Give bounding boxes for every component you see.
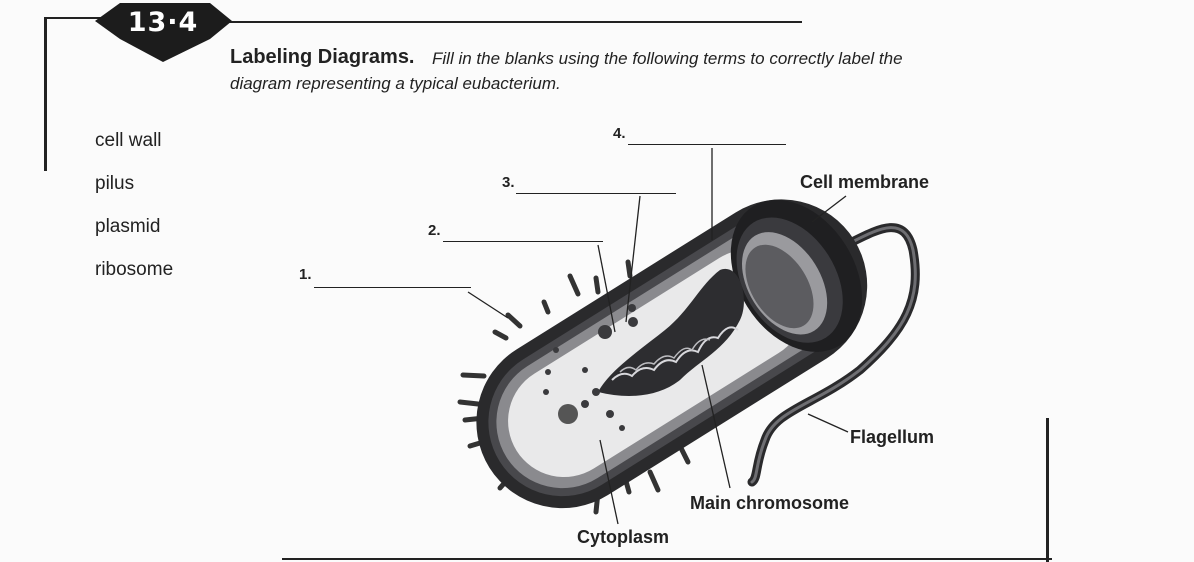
ribosome-dots: [543, 304, 638, 431]
label-cytoplasm: Cytoplasm: [577, 527, 670, 547]
blank-4-line[interactable]: [628, 144, 786, 145]
blank-number-4: 4.: [613, 125, 626, 142]
frame-left-line: [44, 17, 47, 171]
term-pilus: pilus: [95, 173, 135, 194]
label-flagellum: Flagellum: [850, 427, 935, 447]
term-ribosome: ribosome: [95, 259, 174, 280]
term-cell-wall: cell wall: [95, 130, 162, 151]
frame-right-line: [1046, 418, 1049, 562]
frame-top-line-right: [228, 21, 802, 23]
blank-number-1: 1.: [299, 266, 312, 283]
term-plasmid: plasmid: [95, 216, 161, 237]
section-title: Labeling Diagrams.: [230, 46, 415, 68]
blank-3-line[interactable]: [516, 193, 676, 194]
blank-number-3: 3.: [502, 174, 515, 191]
blank-2-line[interactable]: [443, 241, 603, 242]
leader-lines: [467, 148, 849, 525]
instructions-line-2: diagram representing a typical eubacteri…: [230, 74, 561, 93]
main-chromosome-shape: [598, 268, 744, 396]
instructions-line-1: Fill in the blanks using the following t…: [432, 49, 903, 68]
blank-1-line[interactable]: [314, 287, 471, 288]
label-main-chromosome: Main chromosome: [690, 493, 850, 513]
label-cell-membrane: Cell membrane: [800, 172, 930, 192]
section-badge: [95, 3, 232, 62]
blank-number-2: 2.: [428, 222, 441, 239]
frame-bottom-line: [282, 558, 1052, 560]
section-number: 13·4: [127, 7, 199, 38]
frame-top-line: [44, 17, 104, 19]
